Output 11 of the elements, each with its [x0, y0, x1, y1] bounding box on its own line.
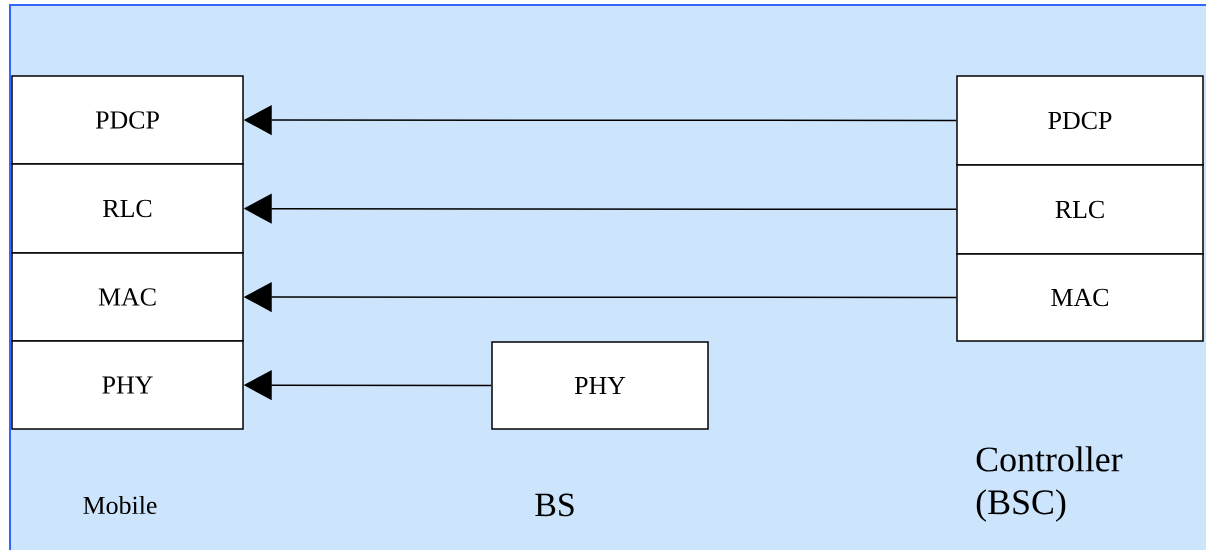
- site-label: Mobile: [83, 495, 157, 515]
- layer-box: RLC: [11, 163, 244, 254]
- layer-box: MAC: [11, 252, 244, 342]
- layer-box: PHY: [11, 340, 244, 430]
- layer-box: RLC: [956, 164, 1204, 255]
- layer-box: MAC: [956, 253, 1204, 342]
- layer-box: PHY: [491, 341, 709, 430]
- layer-box: PDCP: [956, 75, 1204, 166]
- site-label: BS: [535, 493, 574, 517]
- site-label: Controller (BSC): [976, 446, 1123, 522]
- layer-box: PDCP: [11, 75, 244, 165]
